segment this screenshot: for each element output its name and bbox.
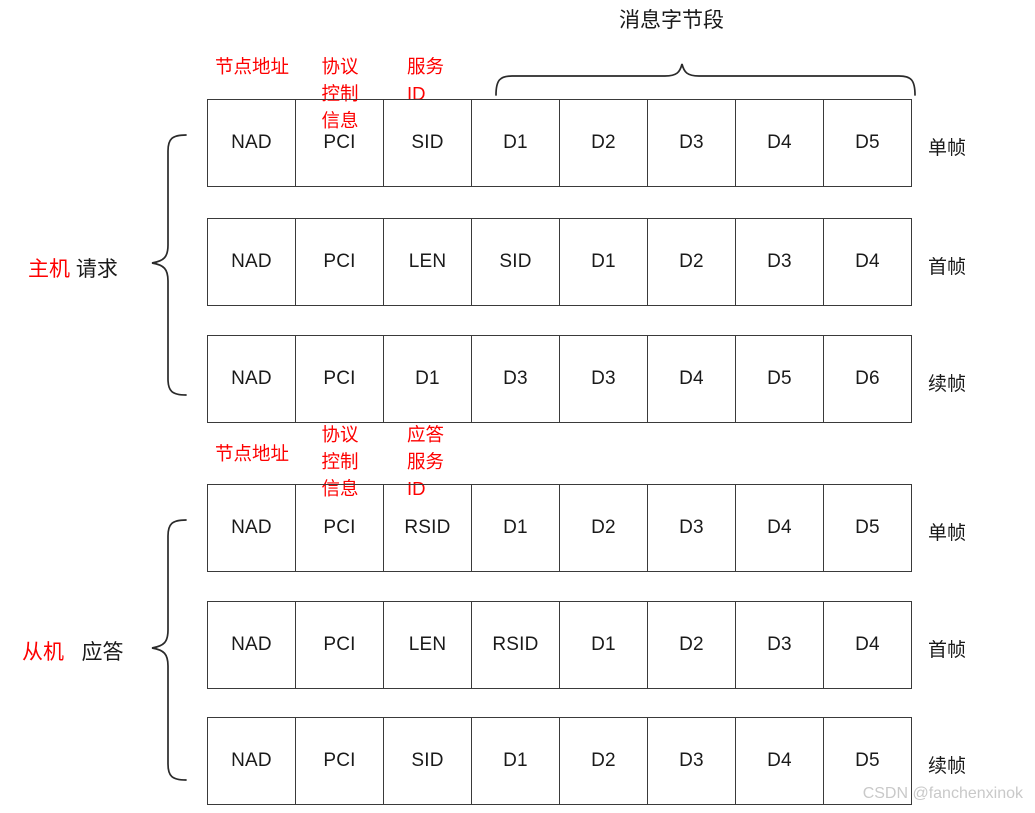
frame-cell: D1 [560, 219, 648, 305]
frame-cell: D2 [560, 485, 648, 571]
frame-cell: PCI [296, 485, 384, 571]
frame-type-label-slave-consecutive: 续帧 [928, 756, 967, 777]
frame-cell: D2 [560, 718, 648, 804]
frame-cell: NAD [208, 336, 296, 422]
group-label-slave-response: 从机 应答 [22, 636, 124, 666]
group-label-master-request-normal: 请求 [75, 258, 118, 281]
frame-cell: D1 [472, 485, 560, 571]
frame-row-slave-single: NAD PCI RSID D1 D2 D3 D4 D5 [207, 484, 912, 572]
annotation-node-address-upper: 节点地址 [214, 56, 289, 77]
frame-cell: D6 [855, 368, 880, 389]
frame-cell: NAD [208, 219, 296, 305]
frame-cell: LEN [384, 602, 472, 688]
frame-cell: SID [384, 100, 472, 186]
top-brace-icon [495, 63, 916, 96]
frame-row-master-consecutive: NAD PCI D1 D3 D3 D4 D5 D6 [207, 335, 912, 423]
frame-cell: D4 [736, 718, 824, 804]
frame-type-label-slave-single: 单帧 [928, 523, 967, 544]
frame-cell: D4 [648, 336, 736, 422]
frame-cell: D5 [736, 336, 824, 422]
frame-cell: PCI [296, 602, 384, 688]
frame-type-label-master-single: 单帧 [928, 138, 967, 159]
frame-cell: SID [472, 219, 560, 305]
frame-cell: D2 [648, 602, 736, 688]
frame-type-label-master-consecutive: 续帧 [928, 374, 967, 395]
annotation-response-service-id-lower: 应答 服务 ID [407, 424, 445, 499]
watermark: CSDN @fanchenxinok [862, 785, 1023, 802]
annotation-node-address-lower: 节点地址 [214, 443, 289, 464]
frame-cell: NAD [208, 485, 296, 571]
master-request-brace-icon [151, 134, 187, 396]
frame-cell: NAD [208, 100, 296, 186]
frame-cell: D3 [736, 219, 824, 305]
frame-cell: D1 [472, 718, 560, 804]
frame-row-master-single: NAD PCI SID D1 D2 D3 D4 D5 [207, 99, 912, 187]
annotation-protocol-control-information-lower: 协议 控制 信息 [321, 424, 359, 499]
frame-cell: D2 [648, 219, 736, 305]
group-label-master-request: 主机 请求 [28, 253, 118, 283]
frame-cell: LEN [384, 219, 472, 305]
frame-cell: D5 [855, 750, 880, 771]
frame-row-slave-consecutive: NAD PCI SID D1 D2 D3 D4 D5 [207, 717, 912, 805]
frame-cell: D3 [472, 336, 560, 422]
frame-cell: D4 [855, 634, 880, 655]
frame-cell: D1 [472, 100, 560, 186]
slave-response-brace-icon [151, 519, 187, 781]
frame-cell: D3 [648, 100, 736, 186]
frame-cell: D1 [384, 336, 472, 422]
frame-cell: D4 [855, 251, 880, 272]
frame-cell: D2 [560, 100, 648, 186]
group-label-slave-response-highlight: 从机 [22, 641, 64, 664]
frame-cell: PCI [296, 100, 384, 186]
frame-cell: D5 [855, 517, 880, 538]
message-byte-field-title: 消息字节段 [619, 9, 724, 32]
annotation-service-id-upper: 服务 ID [407, 56, 445, 104]
frame-cell: D1 [560, 602, 648, 688]
frame-row-master-first: NAD PCI LEN SID D1 D2 D3 D4 [207, 218, 912, 306]
frame-cell: D3 [736, 602, 824, 688]
frame-cell: D4 [736, 100, 824, 186]
frame-cell: RSID [472, 602, 560, 688]
frame-cell: D3 [560, 336, 648, 422]
frame-type-label-master-first: 首帧 [928, 257, 967, 278]
frame-cell: RSID [384, 485, 472, 571]
frame-row-slave-first: NAD PCI LEN RSID D1 D2 D3 D4 [207, 601, 912, 689]
frame-cell: SID [384, 718, 472, 804]
frame-cell: D4 [736, 485, 824, 571]
frame-type-label-slave-first: 首帧 [928, 640, 967, 661]
frame-cell: D3 [648, 485, 736, 571]
frame-cell: PCI [296, 336, 384, 422]
frame-cell: NAD [208, 602, 296, 688]
frame-cell: D5 [855, 132, 880, 153]
frame-cell: PCI [296, 718, 384, 804]
annotation-protocol-control-information-upper: 协议 控制 信息 [321, 56, 359, 131]
frame-cell: NAD [208, 718, 296, 804]
frame-cell: D3 [648, 718, 736, 804]
group-label-slave-response-normal: 应答 [81, 641, 124, 664]
frame-cell: PCI [296, 219, 384, 305]
group-label-master-request-highlight: 主机 [28, 258, 70, 281]
